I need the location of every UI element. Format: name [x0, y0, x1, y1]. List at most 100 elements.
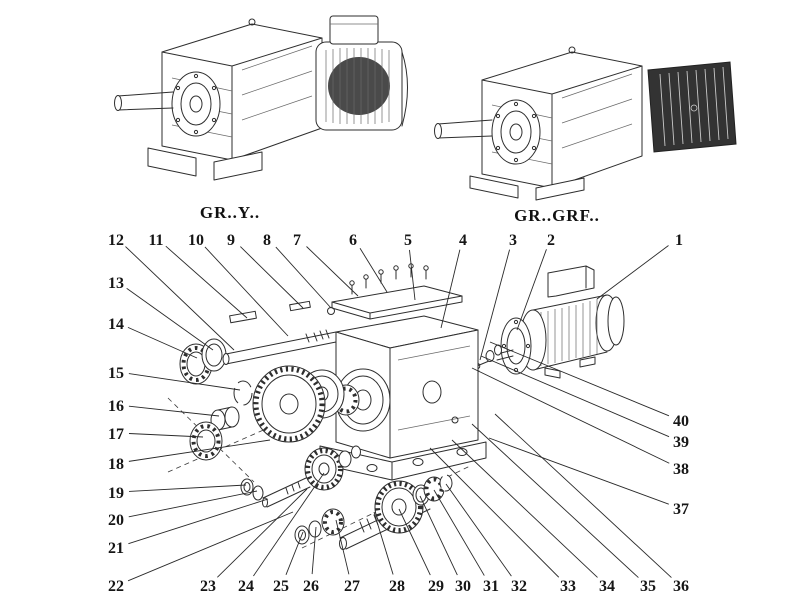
leader-line-30 — [419, 495, 458, 576]
callout-number-6: 6 — [349, 232, 357, 249]
leader-line-27 — [335, 519, 350, 575]
assembled-view-gr-grf — [434, 46, 737, 201]
shaft-key — [289, 300, 311, 312]
large-gear — [252, 365, 326, 443]
callout-number-19: 19 — [108, 485, 124, 502]
callout-number-18: 18 — [108, 456, 124, 473]
leader-line-24 — [253, 472, 325, 577]
terminal-box — [329, 15, 379, 45]
callout-number-15: 15 — [108, 365, 124, 382]
leader-line-17 — [128, 433, 204, 438]
variant-label-gr-y: GR..Y.. — [199, 203, 261, 222]
callout-number-30: 30 — [455, 578, 471, 595]
callout-number-5: 5 — [404, 232, 412, 249]
leader-line-4 — [440, 249, 461, 329]
leader-line-32 — [445, 483, 512, 577]
callout-number-13: 13 — [108, 275, 124, 292]
callout-number-10: 10 — [188, 232, 204, 249]
leader-line-5 — [409, 249, 416, 301]
leader-line-2 — [516, 249, 547, 331]
leader-line-35 — [471, 423, 639, 578]
callout-number-1: 1 — [675, 232, 683, 249]
callout-number-3: 3 — [509, 232, 517, 249]
callout-number-11: 11 — [148, 232, 163, 249]
leader-line-7 — [306, 246, 359, 297]
callout-number-27: 27 — [344, 578, 360, 595]
leader-line-31 — [433, 489, 485, 576]
leader-line-14 — [127, 326, 198, 359]
leader-line-28 — [373, 511, 394, 575]
leader-line-13 — [126, 287, 214, 351]
callout-number-24: 24 — [238, 578, 254, 595]
callout-number-21: 21 — [108, 540, 124, 557]
callout-number-7: 7 — [293, 232, 301, 249]
callout-number-25: 25 — [273, 578, 289, 595]
shaft-key — [229, 310, 257, 324]
leader-line-3 — [479, 249, 511, 361]
callout-number-20: 20 — [108, 512, 124, 529]
callout-number-38: 38 — [673, 461, 689, 478]
callout-number-33: 33 — [560, 578, 576, 595]
leader-line-10 — [204, 246, 289, 337]
leader-line-38 — [471, 367, 670, 464]
callout-number-8: 8 — [263, 232, 271, 249]
callout-number-35: 35 — [640, 578, 656, 595]
leader-line-21 — [128, 498, 269, 545]
leader-line-6 — [359, 248, 388, 293]
callout-number-40: 40 — [673, 413, 689, 430]
callout-number-26: 26 — [303, 578, 319, 595]
leader-line-26 — [311, 526, 317, 575]
leader-line-9 — [240, 246, 304, 309]
leader-line-1 — [596, 245, 669, 300]
callout-number-4: 4 — [459, 232, 467, 249]
leader-line-40 — [489, 341, 670, 417]
callout-number-36: 36 — [673, 578, 689, 595]
callout-number-22: 22 — [108, 578, 124, 595]
motor-flange — [496, 317, 532, 375]
leader-line-37 — [488, 437, 669, 505]
callout-number-29: 29 — [428, 578, 444, 595]
callout-number-2: 2 — [547, 232, 555, 249]
input-shaft-assembly — [179, 300, 360, 461]
leader-line-29 — [398, 508, 431, 576]
callout-number-17: 17 — [108, 426, 124, 443]
leader-line-34 — [451, 439, 598, 578]
leader-line-11 — [165, 245, 248, 319]
exploded-view — [167, 263, 625, 550]
callout-number-31: 31 — [483, 578, 499, 595]
leader-line-36 — [494, 413, 672, 578]
callout-number-12: 12 — [108, 232, 124, 249]
leader-line-18 — [128, 439, 271, 462]
motor-shade — [328, 57, 390, 115]
leader-line-8 — [275, 246, 332, 309]
leader-line-39 — [480, 355, 670, 438]
leader-line-25 — [285, 531, 304, 576]
output-shaft — [117, 91, 174, 111]
gear-housing — [319, 315, 487, 481]
assembled-view-gr-y — [114, 15, 408, 181]
cover-bolt-dots — [175, 73, 217, 135]
leader-line-33 — [429, 447, 560, 578]
leader-line-15 — [128, 373, 241, 391]
leader-line-16 — [128, 405, 220, 417]
callout-number-37: 37 — [673, 501, 689, 518]
spline-hatch — [305, 329, 330, 343]
callout-number-23: 23 — [200, 578, 216, 595]
callout-number-14: 14 — [108, 316, 124, 333]
leader-line-12 — [125, 246, 235, 351]
leader-line-19 — [128, 484, 247, 492]
callout-number-39: 39 — [673, 434, 689, 451]
housing-cover — [327, 263, 463, 320]
leader-line-23 — [217, 488, 308, 578]
callout-number-34: 34 — [599, 578, 615, 595]
leader-line-22 — [127, 511, 294, 582]
output-shaft — [437, 119, 493, 139]
leader-line-20 — [128, 490, 258, 518]
callout-number-16: 16 — [108, 398, 124, 415]
callout-number-32: 32 — [511, 578, 527, 595]
callout-number-28: 28 — [389, 578, 405, 595]
variant-label-gr-grf: GR..GRF.. — [514, 206, 600, 225]
